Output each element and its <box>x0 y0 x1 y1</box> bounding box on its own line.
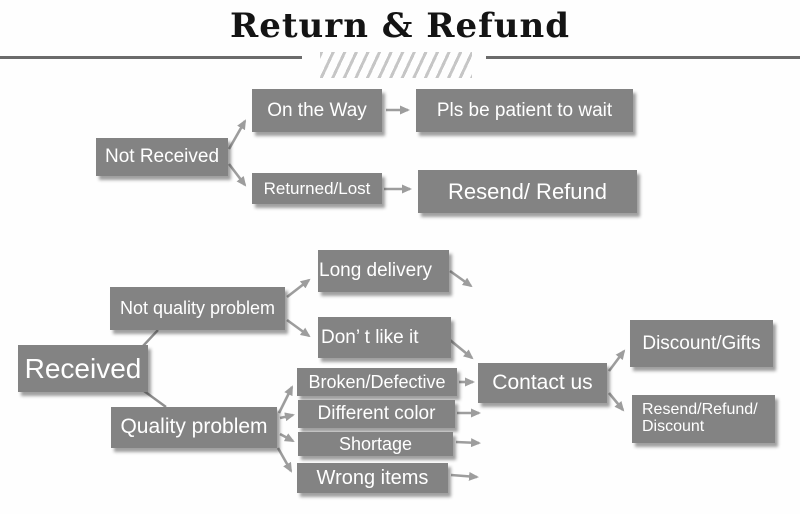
arrow-shortage-to-contact <box>455 438 481 448</box>
arrow-dont-like-to-contact <box>449 338 474 360</box>
node-long-delivery: Long delivery <box>318 250 449 292</box>
arrow-contact-to-resend-refund-discount <box>607 392 625 412</box>
node-contact-us: Contact us <box>478 363 607 403</box>
arrow-contact-to-discount-gifts <box>607 349 626 372</box>
arrow-not-quality-to-long-delivery <box>286 278 311 299</box>
arrow-quality-to-broken <box>277 385 294 414</box>
arrow-not-received-to-returned-lost <box>227 163 247 187</box>
arrow-quality-to-shortage <box>279 432 295 443</box>
node-not-received: Not Received <box>96 138 228 176</box>
node-resend-refund-discount: Resend/Refund/ Discount <box>632 395 775 443</box>
node-not-quality-problem: Not quality problem <box>110 287 285 330</box>
node-quality-problem: Quality problem <box>111 407 277 448</box>
arrow-quality-to-different-color <box>279 412 295 422</box>
connector-received-to-not-quality <box>142 329 159 347</box>
divider-hatch-pattern <box>320 52 472 78</box>
node-different-color: Different color <box>298 400 455 428</box>
node-returned-lost: Returned/Lost <box>252 173 382 204</box>
page-title: Return & Refund <box>229 6 571 46</box>
connector-received-to-quality <box>143 390 167 408</box>
node-shortage: Shortage <box>298 432 453 456</box>
arrow-not-received-to-on-the-way <box>227 119 247 150</box>
node-discount-gifts: Discount/Gifts <box>630 320 773 367</box>
node-resend-refund: Resend/ Refund <box>418 170 637 213</box>
node-on-the-way: On the Way <box>252 89 382 132</box>
node-dont-like-it: Don’ t like it <box>318 317 451 358</box>
node-resend-refund-discount-line1: Resend/Refund/ <box>642 401 758 419</box>
divider-line-right <box>486 56 800 59</box>
node-received: Received <box>18 345 148 392</box>
node-pls-be-patient: Pls be patient to wait <box>416 89 633 132</box>
divider-line-left <box>0 56 302 59</box>
arrow-not-quality-to-dont-like <box>286 318 311 338</box>
node-broken-defective: Broken/Defective <box>297 368 457 396</box>
node-resend-refund-discount-line2: Discount <box>642 418 705 435</box>
arrow-quality-to-wrong-items <box>276 447 293 473</box>
arrow-wrong-items-to-contact <box>450 471 479 481</box>
node-wrong-items: Wrong items <box>297 463 448 493</box>
arrow-long-delivery-to-contact <box>449 269 473 288</box>
